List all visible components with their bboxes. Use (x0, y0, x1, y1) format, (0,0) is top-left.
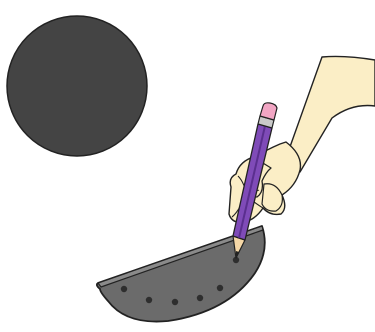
dot (146, 297, 152, 303)
dot (121, 286, 127, 292)
dot (217, 285, 223, 291)
dark-circle (7, 16, 147, 156)
dot (172, 299, 178, 305)
dot (197, 295, 203, 301)
